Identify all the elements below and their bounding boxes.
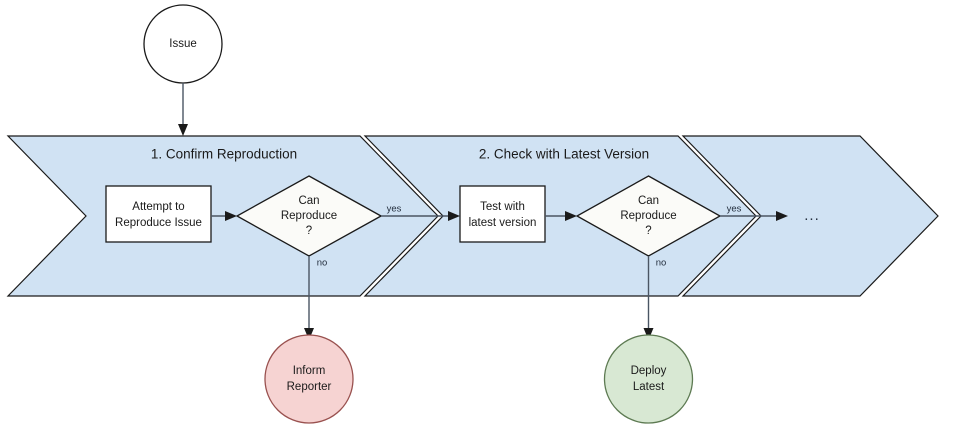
edge-label-yes-2: yes	[727, 204, 742, 215]
node-deploy-latest[interactable]	[603, 334, 694, 424]
edge-decision1-yes-arrowhead	[448, 211, 460, 221]
edge-label-no-1: no	[317, 258, 328, 269]
edge-decision2-yes-arrowhead	[776, 211, 788, 221]
node-attempt-reproduce[interactable]	[105, 185, 212, 243]
band-1-title: 1. Confirm Reproduction	[151, 147, 297, 162]
node-test-latest-line-2: latest version	[469, 217, 537, 229]
continuation-ellipsis: ...	[804, 207, 820, 224]
node-can-reproduce-2-line-2: Reproduce	[620, 210, 676, 222]
band-2-title: 2. Check with Latest Version	[479, 147, 649, 162]
edge-issue-to-band1-arrowhead	[178, 124, 188, 136]
edge-test-to-decision2-arrowhead	[565, 211, 577, 221]
node-can-reproduce-2-line-1: Can	[638, 195, 659, 207]
node-can-reproduce-1-line-3: ?	[306, 225, 312, 237]
node-can-reproduce-2-line-3: ?	[645, 225, 651, 237]
node-attempt-reproduce-line-2: Reproduce Issue	[115, 217, 202, 229]
edge-label-no-2: no	[656, 258, 667, 269]
node-deploy-latest-line-1: Deploy	[631, 365, 667, 377]
edge-decision2-no-arrowhead	[643, 328, 654, 340]
node-test-latest[interactable]	[459, 185, 546, 243]
node-inform-reporter[interactable]	[264, 334, 354, 424]
node-issue-label: Issue	[169, 38, 197, 50]
node-can-reproduce-1-line-2: Reproduce	[281, 210, 337, 222]
node-test-latest-line-1: Test with	[480, 201, 525, 213]
node-can-reproduce-1-line-1: Can	[298, 195, 319, 207]
edge-decision1-no-arrowhead	[304, 328, 314, 340]
node-deploy-latest-line-2: Latest	[633, 381, 665, 393]
edge-label-yes-1: yes	[387, 204, 402, 215]
node-attempt-reproduce-line-1: Attempt to	[132, 201, 184, 213]
node-inform-reporter-line-1: Inform	[293, 365, 326, 377]
edge-attempt-to-decision1-arrowhead	[225, 211, 237, 221]
node-inform-reporter-line-2: Reporter	[287, 381, 332, 393]
